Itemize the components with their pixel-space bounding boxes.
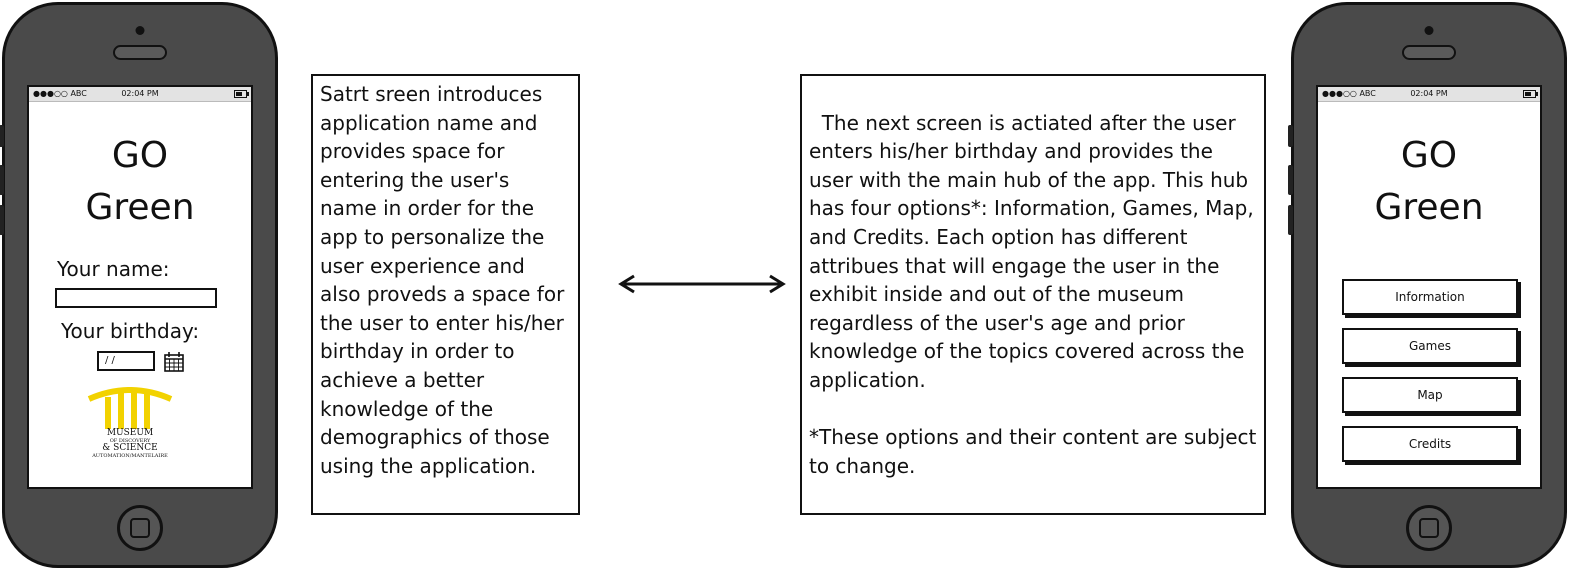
phone-hub-screen: ●●●○○ ABC 02:04 PM GO Green Information … <box>1288 2 1567 568</box>
status-bar: ●●●○○ ABC 02:04 PM <box>29 87 251 102</box>
carrier-label: ●●●○○ ABC <box>1322 89 1376 98</box>
museum-arch-icon <box>87 387 173 429</box>
battery-icon <box>234 90 249 98</box>
app-title-line1: GO <box>1400 135 1458 176</box>
start-screen: ●●●○○ ABC 02:04 PM GO Green Your name: Y… <box>27 85 253 489</box>
name-label: Your name: <box>57 257 170 281</box>
birthday-input[interactable]: / / <box>97 351 155 371</box>
camera-icon <box>1424 26 1434 35</box>
start-screen-description: Satrt sreen introduces application name … <box>311 74 580 515</box>
side-button <box>1288 165 1293 195</box>
double-arrow-icon <box>618 274 786 294</box>
calendar-icon[interactable] <box>163 351 185 373</box>
side-button <box>0 165 4 195</box>
app-title-line2: Green <box>85 187 195 228</box>
hub-screen-footnote: *These options and their content are sub… <box>809 425 1263 478</box>
home-button[interactable] <box>117 505 163 551</box>
battery-icon <box>1523 90 1538 98</box>
side-button <box>0 125 4 147</box>
camera-icon <box>135 26 145 35</box>
name-input[interactable] <box>55 288 217 308</box>
clock-label: 02:04 PM <box>1410 89 1448 98</box>
app-title: GO Green <box>1318 130 1540 234</box>
status-bar: ●●●○○ ABC 02:04 PM <box>1318 87 1540 102</box>
speaker-icon <box>1402 45 1456 60</box>
home-button[interactable] <box>1406 505 1452 551</box>
side-button <box>1288 125 1293 147</box>
birthday-label: Your birthday: <box>61 319 200 343</box>
logo-text-line4: AUTOMATION/MANTELAIRE <box>92 453 168 459</box>
clock-label: 02:04 PM <box>121 89 159 98</box>
logo-text-line2: OF DISCOVERY <box>109 438 151 444</box>
hub-screen-description: The next screen is actiated after the us… <box>800 74 1266 515</box>
app-title: GO Green <box>29 130 251 234</box>
hub-screen: ●●●○○ ABC 02:04 PM GO Green Information … <box>1316 85 1542 489</box>
logo-text-line3: & SCIENCE <box>102 443 158 453</box>
museum-logo: MUSEUM OF DISCOVERY & SCIENCE AUTOMATION… <box>85 387 175 471</box>
speaker-icon <box>113 45 167 60</box>
games-button[interactable]: Games <box>1342 328 1518 364</box>
phone-start-screen: ●●●○○ ABC 02:04 PM GO Green Your name: Y… <box>0 2 278 568</box>
logo-text-line1: MUSEUM <box>106 428 154 438</box>
carrier-label: ●●●○○ ABC <box>33 89 87 98</box>
hub-screen-description-text: The next screen is actiated after the us… <box>809 110 1261 392</box>
credits-button[interactable]: Credits <box>1342 426 1518 462</box>
app-title-line2: Green <box>1374 187 1484 228</box>
map-button[interactable]: Map <box>1342 377 1518 413</box>
information-button[interactable]: Information <box>1342 279 1518 315</box>
app-title-line1: GO <box>111 135 169 176</box>
side-button <box>0 205 4 235</box>
side-button <box>1288 205 1293 235</box>
